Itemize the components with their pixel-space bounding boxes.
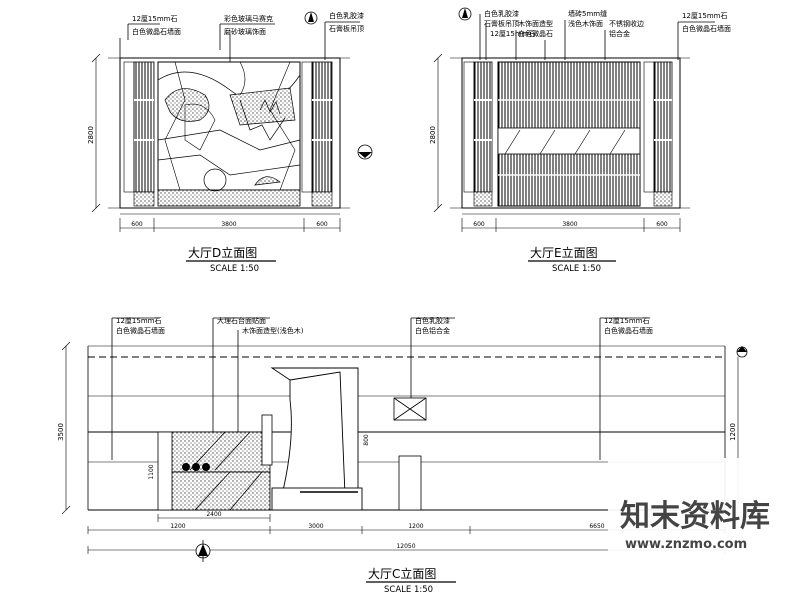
callout-e-8: 铝合金 — [609, 29, 630, 38]
callout-c-1: 白色微晶石墙面 — [116, 326, 165, 335]
dim-d-side-left: 600 — [131, 221, 143, 228]
callout-c-6: 12厘15mm石 — [604, 317, 649, 325]
callout-leaders-d — [119, 21, 360, 70]
dim-c-right-label: 1200 — [729, 423, 737, 441]
dim-d-height — [91, 53, 101, 213]
dim-c-seg2: 3000 — [308, 523, 323, 530]
dim-e-height — [433, 53, 443, 213]
mosaic-panel-d — [157, 61, 301, 207]
callout-e-9: 12厘15mm石 — [682, 12, 727, 20]
dim-e-height-label: 2800 — [429, 126, 437, 144]
dim-c-total: 12050 — [396, 543, 415, 550]
callout-e-2: 12厘15mm石 — [490, 30, 535, 38]
callout-e-0: 白色乳胶漆 — [484, 9, 519, 18]
dim-c-counter: 2400 — [206, 511, 221, 518]
scale-d: SCALE 1:50 — [210, 264, 259, 274]
light-fixture-c — [393, 397, 427, 421]
title-e: 大厅E立面图 — [530, 245, 598, 260]
callout-c-0: 12厘15mm石 — [116, 317, 161, 325]
callout-c-4: 白色乳胶漆 — [415, 316, 450, 325]
callout-d-1: 白色微晶石墙面 — [132, 27, 181, 36]
dim-d-side-right: 600 — [316, 221, 328, 228]
dim-d-center: 3800 — [221, 221, 236, 228]
callout-d-0: 12厘15mm石 — [132, 15, 177, 23]
dim-e-width — [461, 213, 681, 232]
callout-e-5: 墙砖5mm缝 — [568, 9, 607, 18]
watermark-cn: 知末资料库 — [620, 499, 770, 534]
callout-d-4: 白色乳胶漆 — [329, 11, 364, 20]
callout-c-2: 大理石台面贴面 — [217, 316, 266, 325]
dim-e-side-left: 600 — [473, 221, 485, 228]
dim-c-seg4: 6650 — [589, 523, 604, 530]
watermark: 知末资料库 www.znzmo.com — [608, 458, 800, 564]
elevation-d: 12厘15mm石 白色微晶石墙面 彩色玻璃马赛克 磨砂玻璃饰面 白色乳胶漆 石膏… — [87, 11, 373, 274]
section-marker-c-right — [736, 346, 748, 358]
watermark-url: www.znzmo.com — [625, 537, 747, 552]
section-marker-e-top — [458, 7, 472, 21]
callout-leaders-e — [479, 14, 715, 60]
callout-e-10: 白色微晶石墙面 — [682, 24, 731, 33]
callout-e-4: 白色微晶石 — [518, 29, 553, 38]
dim-c-counter-h: 1100 — [148, 464, 155, 479]
callout-d-5: 石膏板吊顶 — [329, 24, 364, 33]
dim-c-side-h: 800 — [363, 434, 370, 446]
dim-c-seg1: 1200 — [170, 523, 185, 530]
section-marker-d-side — [357, 144, 373, 160]
callout-c-7: 白色微晶石墙面 — [604, 326, 653, 335]
title-c: 大厅C立面图 — [368, 566, 436, 581]
callout-e-7: 不锈钢收边 — [609, 19, 644, 28]
elevation-e: 白色乳胶漆 石膏板吊顶 12厘15mm石 木饰面造型 白色微晶石 墙砖5mm缝 … — [429, 7, 731, 274]
callout-d-3: 磨砂玻璃饰面 — [224, 27, 266, 36]
title-d: 大厅D立面图 — [188, 245, 257, 260]
callout-c-5: 白色铝合金 — [415, 326, 450, 335]
callout-c-3: 木饰面造型(浅色木) — [242, 326, 304, 335]
wood-slat-wall-e — [497, 61, 641, 207]
dim-d-height-label: 2800 — [87, 126, 95, 144]
dim-c-height-label: 3500 — [57, 423, 65, 441]
dim-d-width — [119, 213, 341, 232]
dim-e-center: 3800 — [562, 221, 577, 228]
callout-e-3: 木饰面造型 — [518, 19, 553, 28]
dim-e-side-right: 600 — [656, 221, 668, 228]
section-marker-c-bottom — [195, 540, 211, 562]
back-panel-c — [270, 367, 363, 511]
scale-c: SCALE 1:50 — [384, 585, 433, 595]
elevation-c: 12厘15mm石 白色微晶石墙面 大理石台面贴面 木饰面造型(浅色木) 白色乳胶… — [57, 316, 748, 595]
section-marker-d-top — [304, 11, 318, 25]
door-frame-c — [398, 455, 422, 511]
dim-c-seg3: 1200 — [408, 523, 423, 530]
callout-e-1: 石膏板吊顶 — [484, 19, 519, 28]
scale-e: SCALE 1:50 — [552, 264, 601, 274]
callout-d-2: 彩色玻璃马赛克 — [224, 14, 273, 23]
reception-counter-c — [157, 414, 273, 511]
callout-e-6: 浅色木饰面 — [568, 19, 603, 28]
